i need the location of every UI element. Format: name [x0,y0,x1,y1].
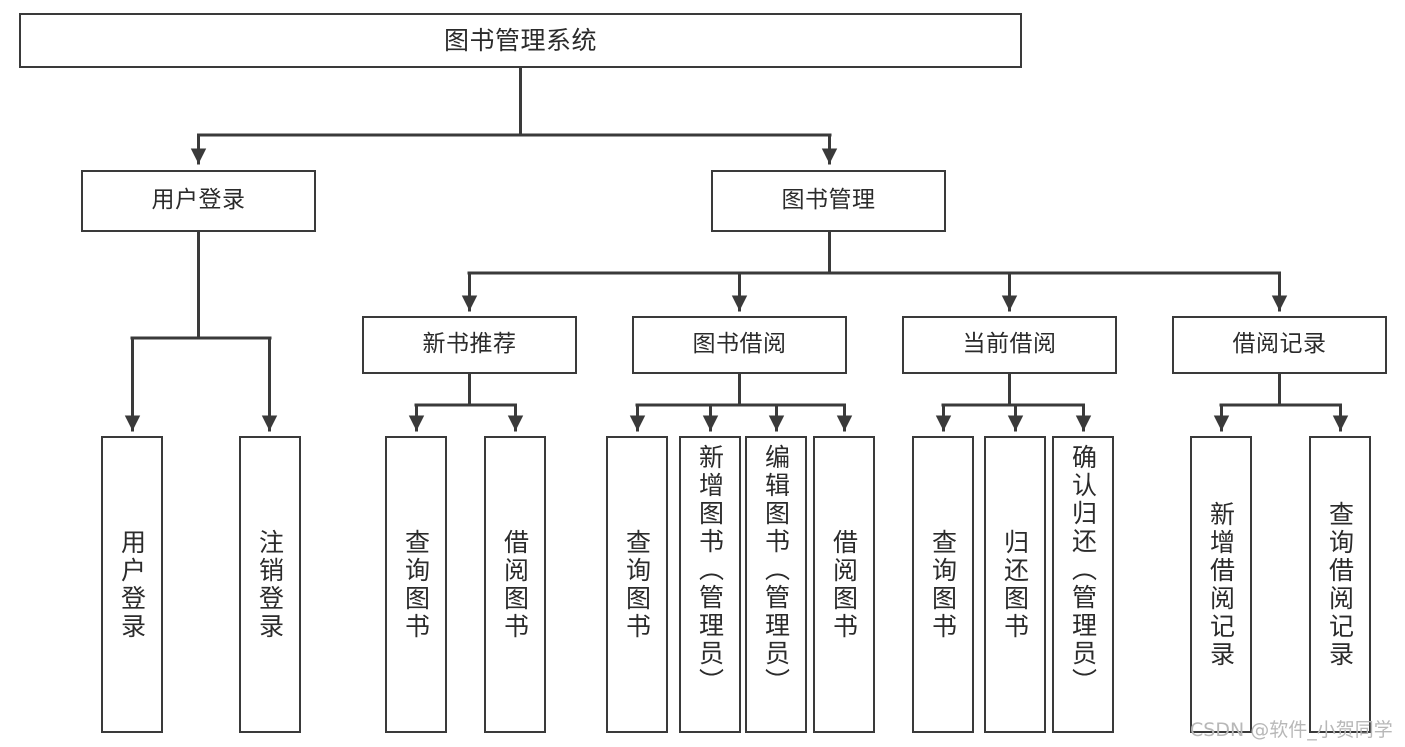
node-leaf-borrow-edit[interactable]: 编辑图书（管理员） [745,436,807,733]
node-book-manage[interactable]: 图书管理 [711,170,946,232]
node-leaf-rec-add[interactable]: 新增借阅记录 [1190,436,1252,733]
node-leaf-cur-return[interactable]: 归还图书 [984,436,1046,733]
node-leaf-borrow-query[interactable]: 查询图书 [606,436,668,733]
node-new-book-rec-label: 新书推荐 [422,331,517,358]
node-leaf-borrow-query-label: 查询图书 [622,528,652,641]
node-leaf-cur-query-label: 查询图书 [928,528,958,641]
node-leaf-rec-search-label: 查询借阅记录 [1325,500,1355,669]
node-leaf-rec-borrow-label: 借阅图书 [500,528,530,641]
node-borrow-record-label: 借阅记录 [1232,331,1327,358]
node-leaf-borrow-add[interactable]: 新增图书（管理员） [679,436,741,733]
node-book-borrow[interactable]: 图书借阅 [632,316,847,374]
node-leaf-rec-query-label: 查询图书 [401,528,431,641]
node-leaf-rec-borrow[interactable]: 借阅图书 [484,436,546,733]
watermark-text: CSDN @软件_小贺同学 [1190,719,1393,741]
node-leaf-cur-confirm[interactable]: 确认归还（管理员） [1052,436,1114,733]
node-leaf-cur-return-label: 归还图书 [1000,528,1030,641]
node-leaf-user-login-label: 用户登录 [117,528,147,641]
node-borrow-record[interactable]: 借阅记录 [1172,316,1387,374]
node-leaf-rec-add-label: 新增借阅记录 [1206,500,1236,669]
node-leaf-rec-search[interactable]: 查询借阅记录 [1309,436,1371,733]
node-user-login[interactable]: 用户登录 [81,170,316,232]
node-leaf-user-logout[interactable]: 注销登录 [239,436,301,733]
node-new-book-rec[interactable]: 新书推荐 [362,316,577,374]
node-root-label: 图书管理系统 [443,25,597,55]
node-book-borrow-label: 图书借阅 [692,331,787,358]
node-leaf-borrow-do-label: 借阅图书 [829,528,859,641]
node-leaf-rec-query[interactable]: 查询图书 [385,436,447,733]
node-leaf-cur-confirm-label: 确认归还（管理员） [1068,444,1098,696]
node-user-login-label: 用户登录 [151,187,246,214]
node-book-manage-label: 图书管理 [781,187,876,214]
node-leaf-borrow-do[interactable]: 借阅图书 [813,436,875,733]
node-leaf-borrow-add-label: 新增图书（管理员） [695,444,725,696]
node-current-borrow[interactable]: 当前借阅 [902,316,1117,374]
node-leaf-user-login[interactable]: 用户登录 [101,436,163,733]
node-leaf-borrow-edit-label: 编辑图书（管理员） [761,444,791,696]
node-current-borrow-label: 当前借阅 [962,331,1057,358]
node-leaf-cur-query[interactable]: 查询图书 [912,436,974,733]
node-leaf-user-logout-label: 注销登录 [255,528,285,641]
node-root[interactable]: 图书管理系统 [19,13,1022,68]
